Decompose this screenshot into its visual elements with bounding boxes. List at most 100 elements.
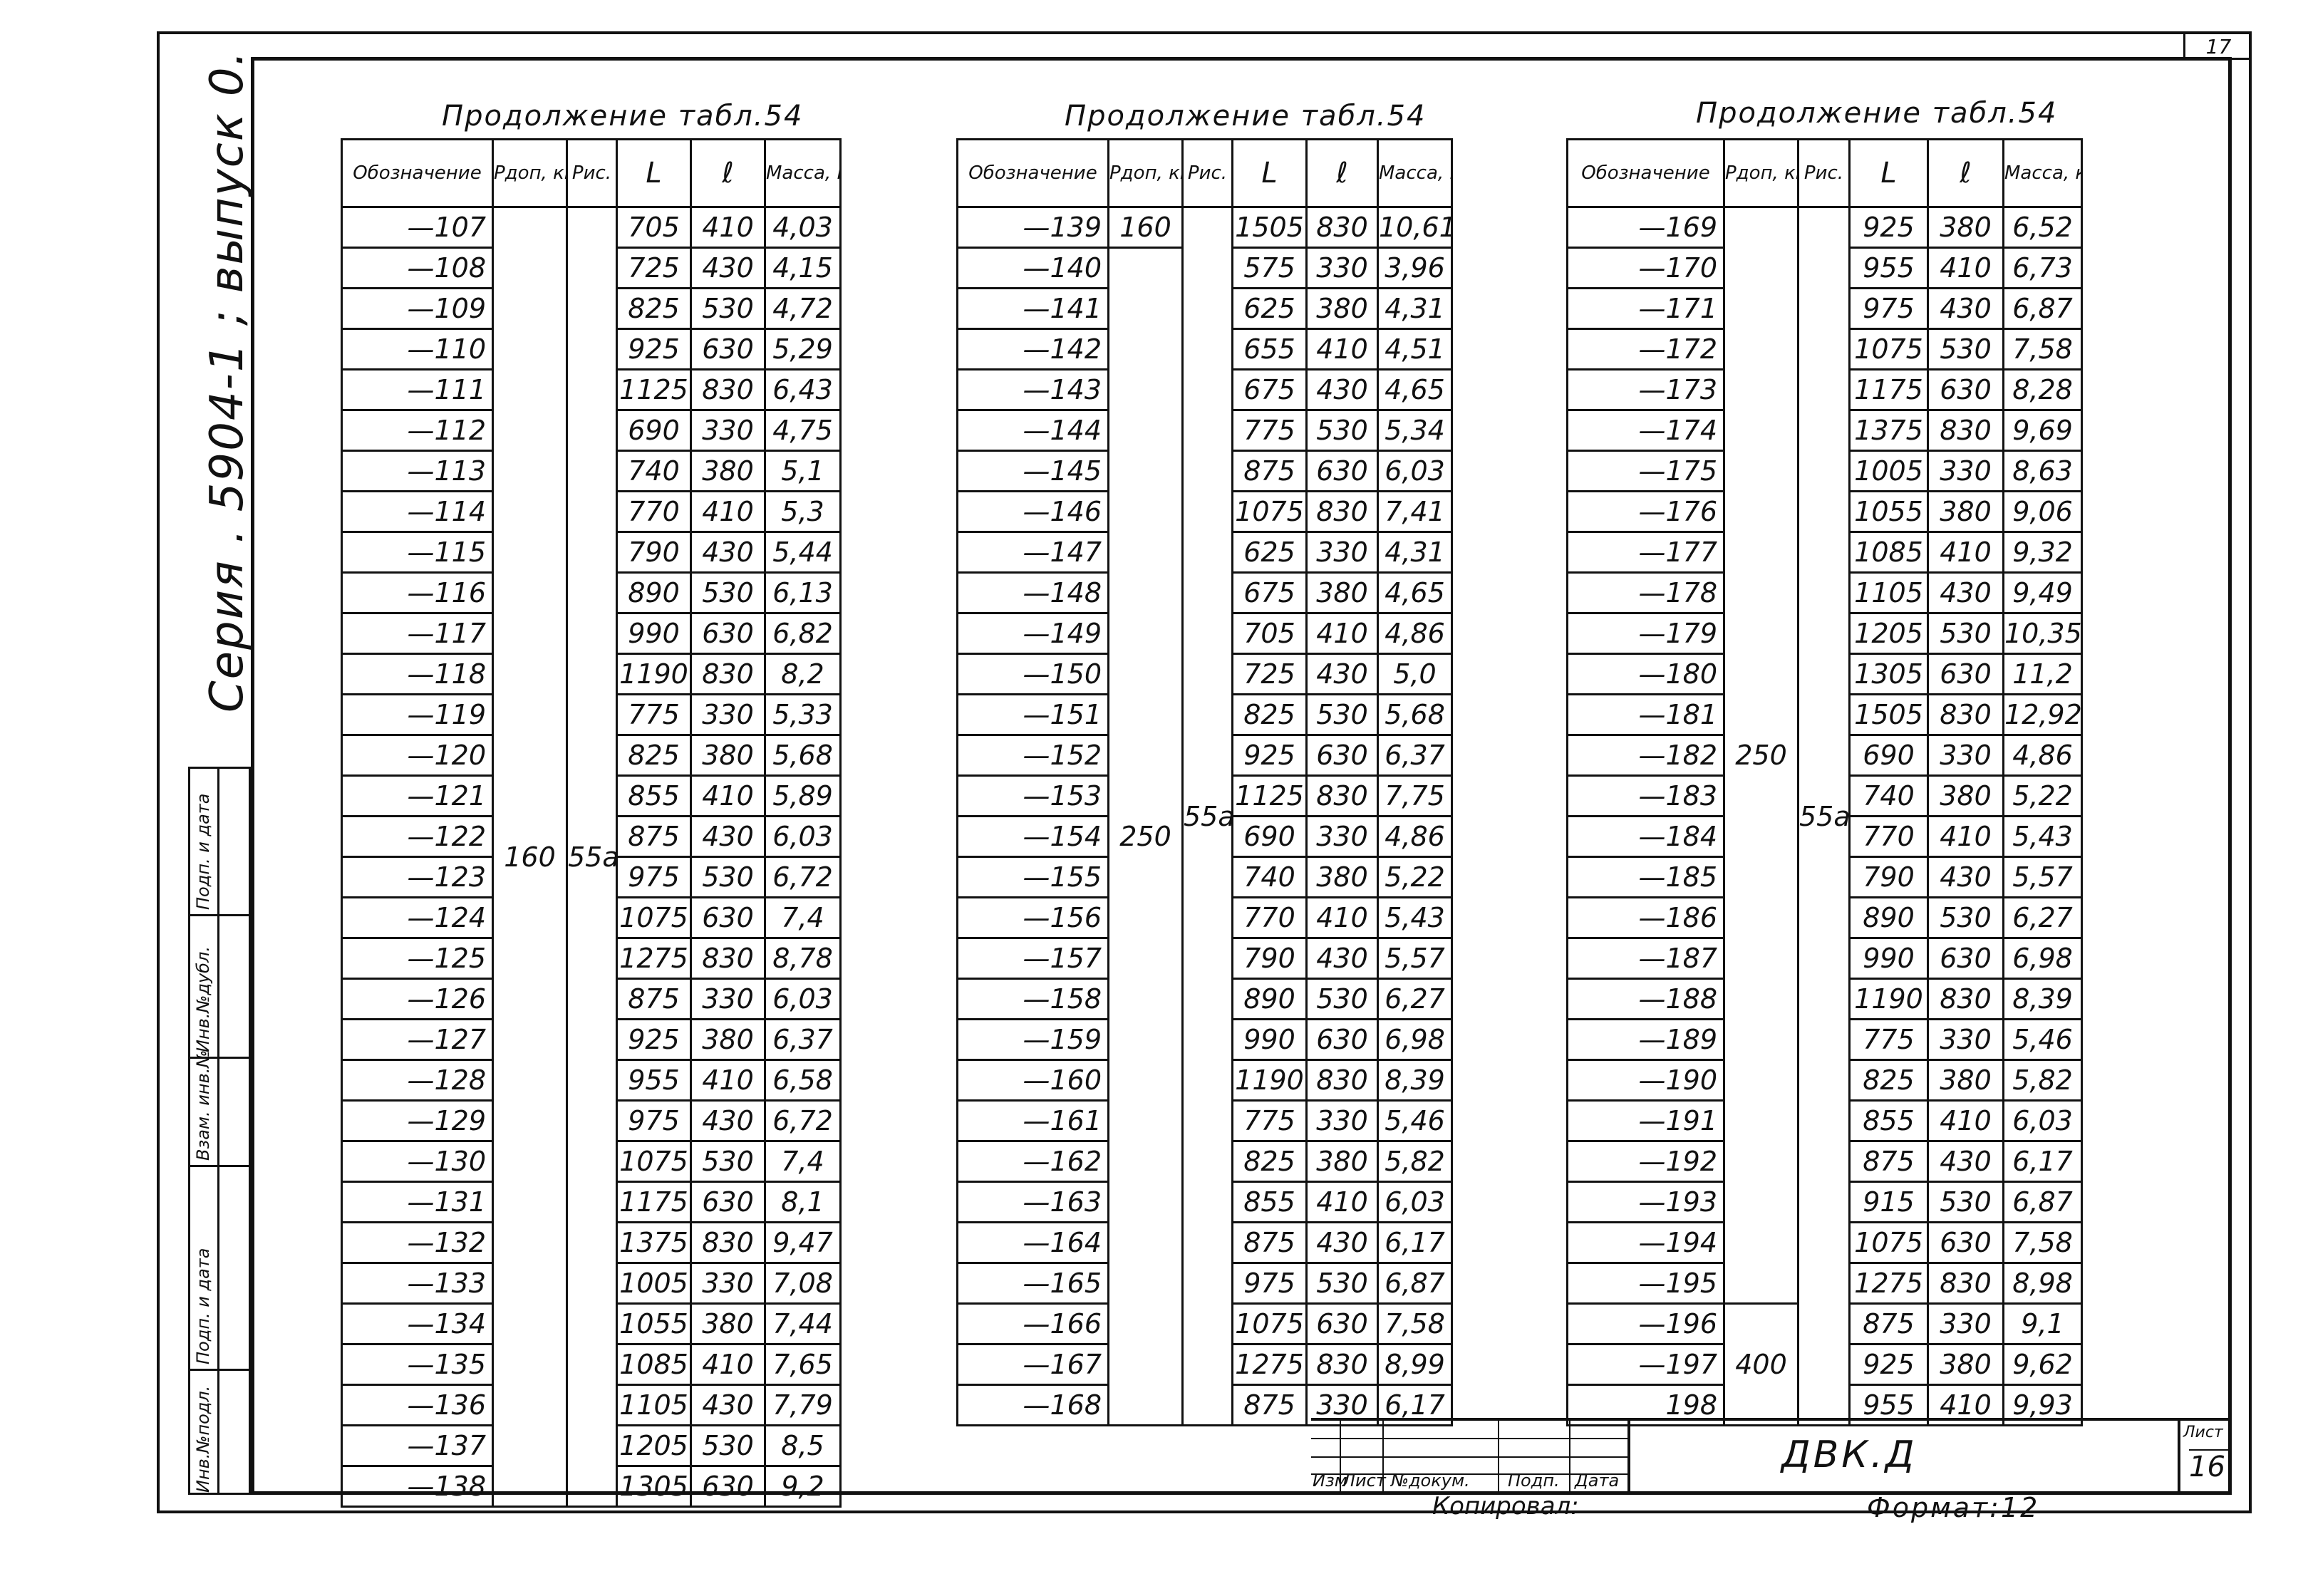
length-l-cell: 530	[1927, 1181, 2004, 1223]
mass-cell: 5,68	[1377, 694, 1453, 736]
col-mass: Масса, кг	[2002, 138, 2083, 208]
spec-table-2: Обозначение Pдоп, кгс Рис. L ℓ Масса, кг…	[956, 138, 1453, 1426]
sheet-label: Лист	[2183, 1424, 2223, 1441]
mass-cell: 9,47	[764, 1222, 842, 1264]
length-l-cell: 530	[690, 856, 766, 898]
length-l-cell: 380	[1305, 572, 1379, 614]
length-L-cell: 875	[616, 816, 692, 858]
designation-cell: —169	[1566, 207, 1725, 249]
mass-cell: 8,28	[2002, 369, 2083, 411]
length-L-cell: 975	[1848, 288, 1929, 330]
mass-cell: 9,1	[2002, 1303, 2083, 1345]
length-L-cell: 790	[1231, 938, 1308, 980]
length-L-cell: 1190	[1231, 1059, 1308, 1102]
p-allow-cell: 250	[1107, 247, 1184, 1426]
length-l-cell: 430	[1305, 653, 1379, 695]
col-fig: Рис.	[566, 138, 618, 208]
designation-cell: —176	[1566, 491, 1725, 533]
length-L-cell: 975	[1231, 1263, 1308, 1305]
length-L-cell: 1085	[616, 1344, 692, 1386]
designation-cell: —157	[956, 938, 1109, 980]
designation-cell: —190	[1566, 1059, 1725, 1102]
length-L-cell: 925	[616, 1019, 692, 1061]
mass-cell: 6,03	[764, 978, 842, 1020]
length-l-cell: 830	[1927, 694, 2004, 736]
length-L-cell: 1375	[1848, 410, 1929, 452]
designation-cell: —172	[1566, 328, 1725, 370]
mass-cell: 4,75	[764, 410, 842, 452]
fig-cell: 55а	[1797, 207, 1851, 1426]
designation-cell: —184	[1566, 816, 1725, 858]
mass-cell: 4,86	[1377, 613, 1453, 655]
mass-cell: 4,03	[764, 207, 842, 249]
col-l: ℓ	[1305, 138, 1379, 208]
length-l-cell: 830	[1305, 491, 1379, 533]
length-L-cell: 1075	[1231, 1303, 1308, 1345]
length-l-cell: 430	[1927, 1141, 2004, 1183]
mass-cell: 5,43	[1377, 897, 1453, 939]
designation-cell: —158	[956, 978, 1109, 1020]
length-L-cell: 1505	[1231, 207, 1308, 249]
length-l-cell: 410	[690, 1059, 766, 1102]
designation-cell: —121	[341, 775, 494, 817]
designation-cell: —120	[341, 735, 494, 777]
length-l-cell: 380	[1927, 775, 2004, 817]
length-L-cell: 1305	[1848, 653, 1929, 695]
length-L-cell: 740	[1231, 856, 1308, 898]
length-l-cell: 630	[690, 328, 766, 370]
length-l-cell: 330	[690, 694, 766, 736]
length-l-cell: 830	[1305, 775, 1379, 817]
mass-cell: 4,15	[764, 247, 842, 289]
length-L-cell: 740	[616, 450, 692, 492]
length-L-cell: 1125	[1231, 775, 1308, 817]
mass-cell: 8,78	[764, 938, 842, 980]
mass-cell: 6,73	[2002, 247, 2083, 289]
mass-cell: 8,63	[2002, 450, 2083, 492]
designation-cell: —183	[1566, 775, 1725, 817]
designation-cell: —110	[341, 328, 494, 370]
designation-cell: —173	[1566, 369, 1725, 411]
length-l-cell: 430	[690, 247, 766, 289]
mass-cell: 6,72	[764, 1100, 842, 1142]
length-l-cell: 630	[1927, 653, 2004, 695]
length-l-cell: 410	[690, 775, 766, 817]
designation-cell: —197	[1566, 1344, 1725, 1386]
designation-cell: —114	[341, 491, 494, 533]
length-l-cell: 430	[1927, 856, 2004, 898]
designation-cell: —140	[956, 247, 1109, 289]
mass-cell: 7,4	[764, 897, 842, 939]
designation-cell: —127	[341, 1019, 494, 1061]
grid-line	[1311, 1456, 1630, 1458]
designation-cell: —124	[341, 897, 494, 939]
mass-cell: 6,13	[764, 572, 842, 614]
length-l-cell: 630	[1305, 735, 1379, 777]
length-L-cell: 770	[1231, 897, 1308, 939]
designation-cell: —142	[956, 328, 1109, 370]
designation-cell: —116	[341, 572, 494, 614]
document-code: ДВК.Д	[1781, 1434, 1918, 1476]
length-l-cell: 410	[1305, 613, 1379, 655]
mass-cell: 6,27	[2002, 897, 2083, 939]
mass-cell: 4,86	[1377, 816, 1453, 858]
length-l-cell: 380	[1927, 1344, 2004, 1386]
mass-cell: 4,51	[1377, 328, 1453, 370]
fig-cell: 55а	[1181, 207, 1233, 1426]
designation-cell: —147	[956, 532, 1109, 574]
